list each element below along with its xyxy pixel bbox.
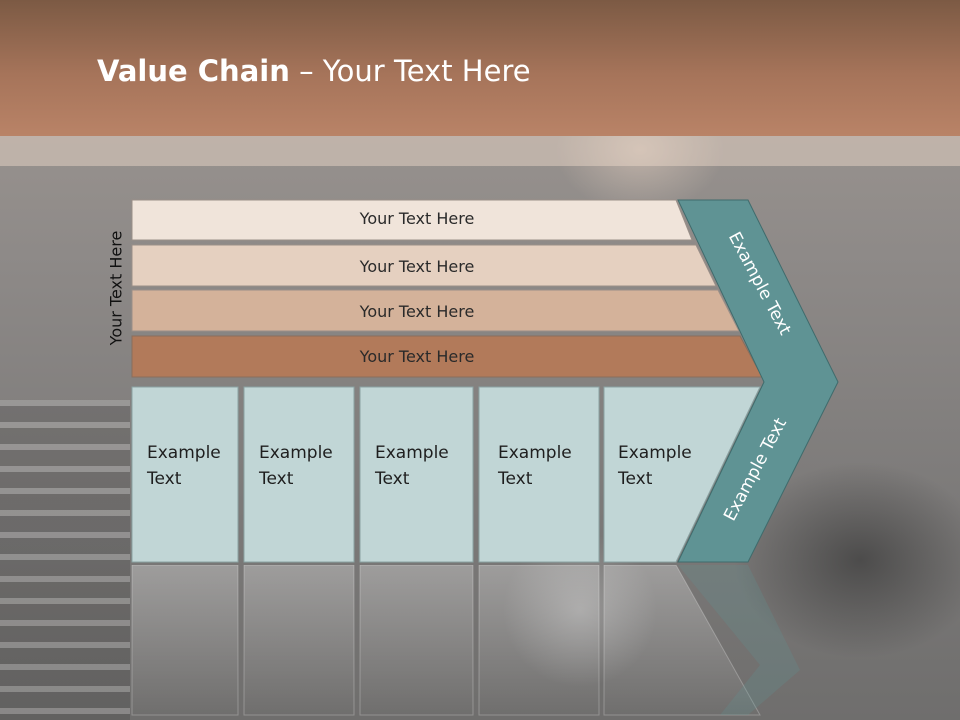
row-label-3: Your Text Here [359,302,475,321]
box-5-line-1: Example [618,443,692,463]
header-band [0,136,960,166]
header-bar [0,0,960,136]
title-bold: Value Chain [97,54,290,88]
row-label-4: Your Text Here [359,347,475,366]
row-label-2: Your Text Here [359,257,475,276]
box-4-line-2: Text [498,469,533,489]
box-5-line-2: Text [618,469,653,489]
activity-box-1 [131,386,239,563]
box-2-line-1: Example [259,443,333,463]
row-band-2 [131,244,717,287]
activity-box-2 [243,386,355,563]
row-band-3 [131,289,740,332]
activity-box-3 [359,386,474,563]
box-2-line-2: Text [259,469,294,489]
page-title: Value Chain – Your Text Here [97,54,531,88]
box-3-line-1: Example [375,443,449,463]
activity-box-5 [603,386,761,563]
activity-box-4 [478,386,600,563]
row-band-1 [131,199,693,241]
title-rest: – Your Text Here [289,54,531,88]
row-label-1: Your Text Here [359,209,475,228]
box-3-line-2: Text [375,469,410,489]
box-1-line-2: Text [147,469,182,489]
box-1-line-1: Example [147,443,221,463]
box-4-line-1: Example [498,443,572,463]
chevron-arrow [677,199,839,563]
background-grille [0,400,130,720]
